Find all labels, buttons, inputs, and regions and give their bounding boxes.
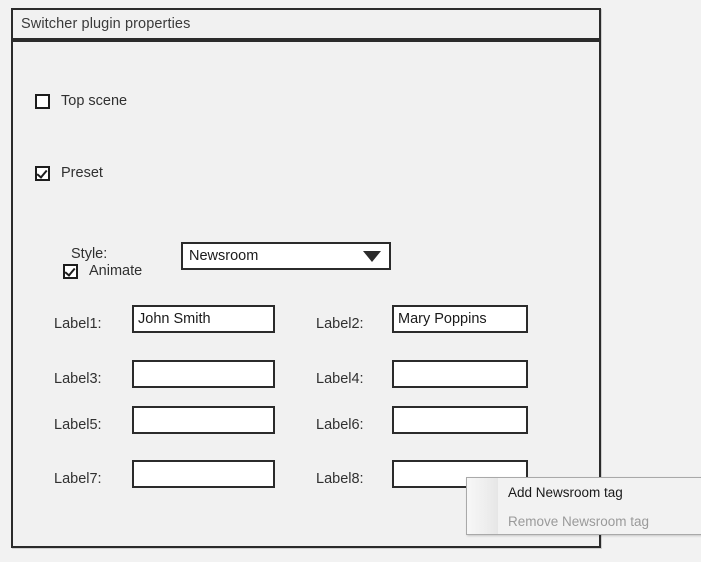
- label1-caption: Label1:: [54, 316, 102, 332]
- top-scene-label: Top scene: [61, 93, 128, 109]
- label2-caption: Label2:: [316, 316, 364, 332]
- animate-label: Animate: [89, 263, 143, 279]
- switcher-plugin-properties-dialog: Switcher plugin properties Top scene Pre…: [11, 8, 601, 548]
- label4-caption: Label4:: [316, 371, 364, 387]
- menu-item-add-newsroom-tag[interactable]: Add Newsroom tag: [508, 485, 623, 500]
- label4-input[interactable]: [392, 360, 528, 388]
- top-scene-checkbox[interactable]: [35, 93, 50, 109]
- label6-caption: Label6:: [316, 417, 364, 433]
- checkbox-row-animate[interactable]: Animate: [63, 263, 142, 279]
- label2-input[interactable]: Mary Poppins: [392, 305, 528, 333]
- label8-caption: Label8:: [316, 471, 364, 487]
- label1-value: John Smith: [138, 311, 211, 327]
- preset-checkbox[interactable]: [35, 165, 50, 181]
- label5-input[interactable]: [132, 406, 275, 434]
- label8-input[interactable]: [392, 460, 528, 488]
- style-label: Style:: [71, 246, 108, 262]
- chevron-down-icon: [363, 250, 381, 262]
- dialog-body: Top scene Preset Style: Newsroom Animate…: [13, 46, 599, 546]
- dialog-title: Switcher plugin properties: [21, 16, 191, 32]
- checkbox-row-preset[interactable]: Preset: [35, 165, 103, 181]
- label3-caption: Label3:: [54, 371, 102, 387]
- context-menu[interactable]: Add Newsroom tag Remove Newsroom tag: [466, 477, 701, 535]
- label1-input[interactable]: John Smith: [132, 305, 275, 333]
- style-dropdown[interactable]: Newsroom: [181, 242, 391, 270]
- label2-value: Mary Poppins: [398, 311, 487, 327]
- dialog-titlebar: Switcher plugin properties: [13, 10, 599, 42]
- label6-input[interactable]: [392, 406, 528, 434]
- context-menu-gutter: [467, 478, 498, 534]
- label7-caption: Label7:: [54, 471, 102, 487]
- label5-caption: Label5:: [54, 417, 102, 433]
- checkbox-row-top-scene[interactable]: Top scene: [35, 93, 127, 109]
- label3-input[interactable]: [132, 360, 275, 388]
- label7-input[interactable]: [132, 460, 275, 488]
- style-dropdown-value: Newsroom: [189, 248, 259, 264]
- animate-checkbox[interactable]: [63, 263, 78, 279]
- preset-label: Preset: [61, 165, 103, 181]
- menu-item-remove-newsroom-tag[interactable]: Remove Newsroom tag: [508, 514, 650, 529]
